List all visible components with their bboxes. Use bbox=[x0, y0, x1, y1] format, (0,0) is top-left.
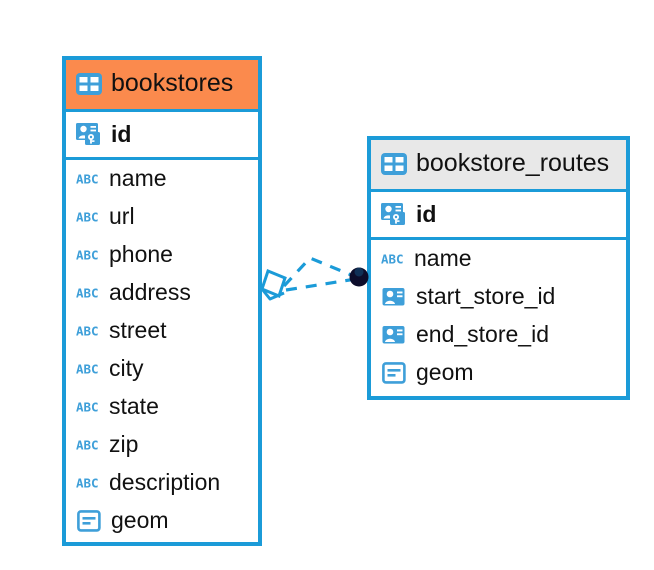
attribute-label: city bbox=[109, 355, 144, 382]
svg-text:ABC: ABC bbox=[76, 438, 99, 452]
svg-text:ABC: ABC bbox=[76, 324, 99, 338]
attribute-label: id bbox=[416, 200, 437, 227]
abc-text-icon: ABC bbox=[76, 169, 100, 189]
svg-text:ABC: ABC bbox=[76, 362, 99, 376]
abc-text-icon: ABC bbox=[76, 207, 100, 227]
attribute-row-url[interactable]: ABC url bbox=[66, 198, 258, 236]
pk-row-wrapper: id bbox=[371, 192, 626, 240]
attribute-label: geom bbox=[416, 359, 474, 386]
attribute-label: name bbox=[414, 245, 472, 272]
attribute-row-geom[interactable]: geom bbox=[371, 354, 626, 392]
entity-header-bookstore-routes[interactable]: bookstore_routes bbox=[371, 140, 626, 192]
attribute-label: description bbox=[109, 469, 221, 496]
primary-key-icon bbox=[76, 121, 102, 147]
abc-text-icon: ABC bbox=[76, 435, 100, 455]
attribute-label: phone bbox=[109, 241, 173, 268]
attribute-label: name bbox=[109, 165, 167, 192]
attribute-row-end-store-id[interactable]: end_store_id bbox=[371, 316, 626, 354]
attribute-row-zip[interactable]: ABC zip bbox=[66, 426, 258, 464]
attribute-row-description[interactable]: ABC description bbox=[66, 464, 258, 502]
attribute-row-state[interactable]: ABC state bbox=[66, 388, 258, 426]
svg-text:ABC: ABC bbox=[76, 400, 99, 414]
abc-text-icon: ABC bbox=[76, 245, 100, 265]
attribute-label: street bbox=[109, 317, 167, 344]
svg-text:ABC: ABC bbox=[76, 476, 99, 490]
abc-text-icon: ABC bbox=[76, 321, 100, 341]
attribute-row-geom[interactable]: geom bbox=[66, 502, 258, 540]
attribute-row-id[interactable]: id bbox=[371, 192, 626, 237]
abc-text-icon: ABC bbox=[76, 359, 100, 379]
attribute-row-street[interactable]: ABC street bbox=[66, 312, 258, 350]
svg-text:ABC: ABC bbox=[76, 248, 99, 262]
attribute-row-start-store-id[interactable]: start_store_id bbox=[371, 278, 626, 316]
geometry-icon bbox=[381, 360, 407, 386]
entity-title: bookstores bbox=[111, 69, 234, 98]
entity-header-bookstores[interactable]: bookstores bbox=[66, 60, 258, 112]
attribute-label: geom bbox=[111, 507, 169, 534]
abc-text-icon: ABC bbox=[76, 283, 100, 303]
pk-row-wrapper: id bbox=[66, 112, 258, 160]
attribute-label: start_store_id bbox=[416, 283, 556, 310]
foreign-key-icon bbox=[381, 322, 407, 348]
attribute-row-name[interactable]: ABC name bbox=[66, 160, 258, 198]
geometry-icon bbox=[76, 508, 102, 534]
svg-text:ABC: ABC bbox=[76, 210, 99, 224]
attribute-row-address[interactable]: ABC address bbox=[66, 274, 258, 312]
svg-text:ABC: ABC bbox=[76, 172, 99, 186]
diamond-marker bbox=[260, 269, 287, 301]
attribute-label: end_store_id bbox=[416, 321, 549, 348]
entity-title: bookstore_routes bbox=[416, 149, 610, 178]
attribute-row-phone[interactable]: ABC phone bbox=[66, 236, 258, 274]
entity-bookstore-routes[interactable]: bookstore_routes bbox=[367, 136, 630, 400]
attribute-label: address bbox=[109, 279, 191, 306]
attribute-label: url bbox=[109, 203, 135, 230]
attribute-label: id bbox=[111, 120, 132, 147]
entity-bookstores[interactable]: bookstores bbox=[62, 56, 262, 546]
svg-text:ABC: ABC bbox=[381, 252, 404, 266]
table-icon bbox=[381, 151, 407, 177]
table-icon bbox=[76, 71, 102, 97]
abc-text-icon: ABC bbox=[381, 249, 405, 269]
abc-text-icon: ABC bbox=[76, 473, 100, 493]
attribute-label: zip bbox=[109, 431, 139, 458]
primary-key-icon bbox=[381, 201, 407, 227]
attribute-row-id[interactable]: id bbox=[66, 112, 258, 157]
filled-circle-marker bbox=[349, 267, 369, 287]
attribute-label: state bbox=[109, 393, 159, 420]
svg-text:ABC: ABC bbox=[76, 286, 99, 300]
attribute-row-city[interactable]: ABC city bbox=[66, 350, 258, 388]
foreign-key-icon bbox=[381, 284, 407, 310]
abc-text-icon: ABC bbox=[76, 397, 100, 417]
relationship-line-end-store-id bbox=[285, 277, 357, 292]
relationship-line-start-store-id bbox=[282, 256, 357, 288]
attribute-row-name[interactable]: ABC name bbox=[371, 240, 626, 278]
